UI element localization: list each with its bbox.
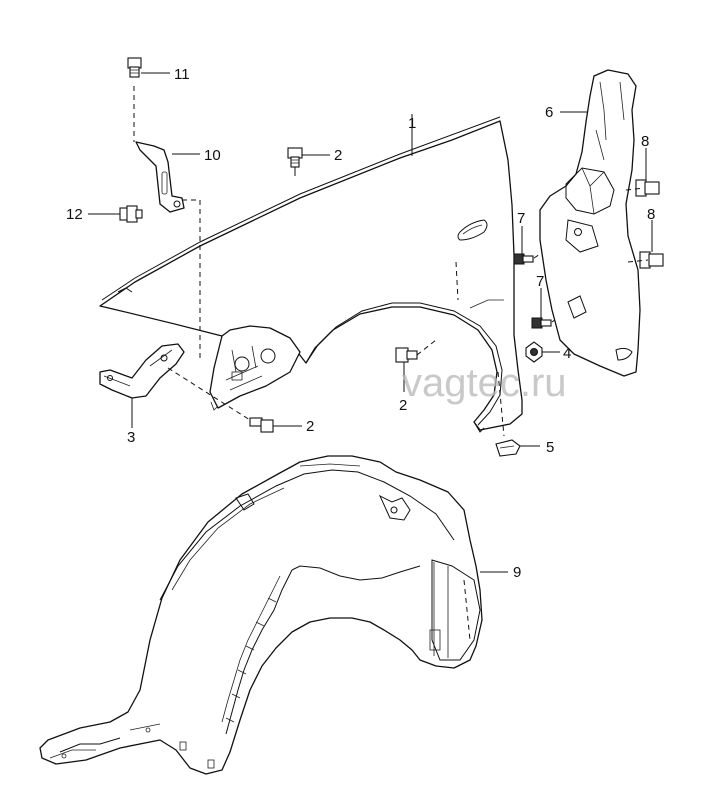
- bolt-2-lower: [249, 417, 274, 433]
- clip-8-upper: [635, 179, 660, 197]
- bolt-12: [119, 205, 143, 223]
- callout-7-upper: 7: [517, 210, 525, 227]
- leader-lines: [88, 72, 653, 573]
- callout-6: 6: [545, 104, 553, 121]
- bolt-11: [127, 57, 142, 78]
- clip-5: [495, 439, 521, 457]
- bolt-2-middle: [395, 339, 437, 363]
- clip-8-lower: [639, 251, 664, 269]
- side-indicator-opening: [457, 219, 488, 241]
- callout-2-middle: 2: [399, 397, 407, 414]
- callout-5: 5: [546, 439, 554, 456]
- fender-panel: [99, 116, 523, 437]
- upper-bracket: [133, 86, 200, 213]
- callout-2-lower: 2: [306, 418, 314, 435]
- nut-4: [525, 341, 543, 363]
- callout-labels: 11 10 12 2 1 2 2 3 4 5 6 7 7 8 8 9: [66, 66, 655, 581]
- wheel-housing-liner: [39, 455, 483, 775]
- side-cover-panel: [539, 69, 649, 377]
- callout-10: 10: [204, 147, 221, 164]
- callout-11: 11: [174, 66, 190, 83]
- mounting-bracket: [99, 343, 251, 421]
- bolt-2-upper: [287, 147, 303, 168]
- callout-12: 12: [66, 206, 83, 223]
- callout-7-lower: 7: [536, 273, 544, 290]
- callout-1: 1: [408, 115, 416, 132]
- callout-4: 4: [563, 345, 571, 362]
- callout-8-upper: 8: [641, 133, 649, 150]
- callout-2-upper: 2: [334, 147, 342, 164]
- callout-8-lower: 8: [647, 206, 655, 223]
- callout-3: 3: [127, 429, 135, 446]
- watermark-text: vagtec.ru: [402, 361, 567, 405]
- callout-9: 9: [513, 564, 521, 581]
